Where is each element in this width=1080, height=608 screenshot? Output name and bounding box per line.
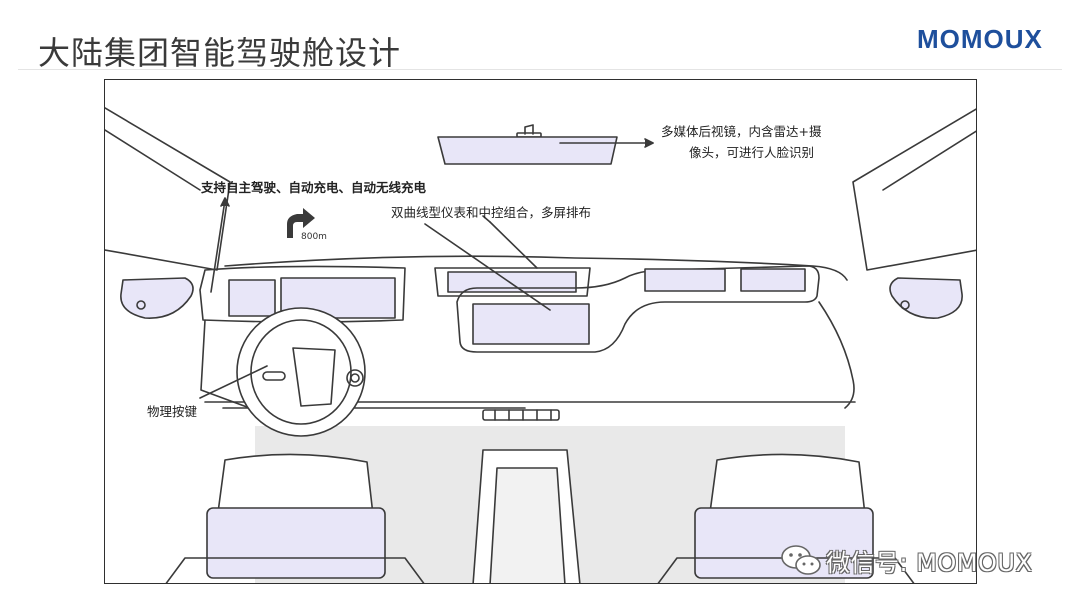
left-a-pillar (105, 107, 231, 271)
right-side-mirror (889, 277, 963, 319)
upper-center-bar (434, 267, 591, 297)
left-side-mirror-dot (136, 300, 146, 310)
right-side-mirror-dot (900, 300, 910, 310)
mirror-callout-line2: 像头，可进行人脸识别 (689, 145, 815, 160)
right-a-pillar (852, 108, 976, 271)
left-side-mirror (120, 277, 194, 319)
wechat-icon (781, 545, 821, 575)
autonomy-callout-line (210, 199, 226, 293)
autonomy-callout: 支持自主驾驶、自动充电、自动无线充电 (201, 180, 427, 195)
left-seat-back (165, 557, 425, 583)
dashboard-top (224, 255, 848, 281)
steering-hub (292, 347, 336, 407)
mirror-callout-arrow (644, 138, 654, 148)
upper-center-screen (447, 271, 577, 293)
autonomy-callout-arrow (220, 197, 230, 207)
physical-button-left (262, 371, 286, 381)
left-window-edge (105, 129, 201, 191)
displays-callout-line-1 (489, 221, 538, 269)
buttons-callout-line (199, 365, 268, 399)
right-screen-2 (740, 268, 806, 292)
watermark-text: 微信号: MOMOUX (826, 548, 1033, 577)
rearview-mirror (437, 136, 618, 165)
center-vents (482, 409, 560, 421)
right-window-edge (882, 130, 976, 191)
displays-callout: 双曲线型仪表和中控组合，多屏排布 (391, 205, 592, 220)
physical-button-right (346, 369, 364, 387)
left-seat-screen (206, 507, 386, 579)
brand-logo: MOMOUX (917, 24, 1043, 54)
mirror-stem (524, 124, 534, 135)
steering-wheel-inner (250, 319, 352, 425)
center-armrest-inner (489, 467, 566, 583)
dashboard-right-body (818, 301, 855, 409)
wechat-watermark: 微信号: MOMOUX (780, 540, 1032, 580)
center-display-screen (472, 303, 590, 345)
dashboard-body (200, 319, 256, 411)
turn-right-arrow-icon (287, 208, 315, 238)
title-divider (18, 69, 1062, 70)
left-small-screen (228, 279, 276, 317)
center-display-housing (456, 265, 820, 353)
left-cluster-panel (199, 265, 406, 323)
cockpit-illustration: 800m 多媒体后视镜，内含雷达+摄 像头，可进行人脸识别 支持自主驾驶、自动充… (104, 79, 977, 584)
mirror-callout-line1: 多媒体后视镜，内含雷达+摄 (661, 124, 822, 139)
right-screen-1 (644, 268, 726, 292)
nav-distance-label: 800m (301, 232, 327, 242)
right-seat-screen (694, 507, 874, 579)
displays-callout-arrow-line (482, 215, 491, 223)
displays-callout-line-2 (424, 223, 551, 311)
physical-button-right-inner (350, 373, 360, 383)
cockpit-drawing (105, 107, 976, 583)
buttons-callout: 物理按键 (147, 404, 198, 419)
page-title: 大陆集团智能驾驶舱设计 (38, 34, 402, 72)
